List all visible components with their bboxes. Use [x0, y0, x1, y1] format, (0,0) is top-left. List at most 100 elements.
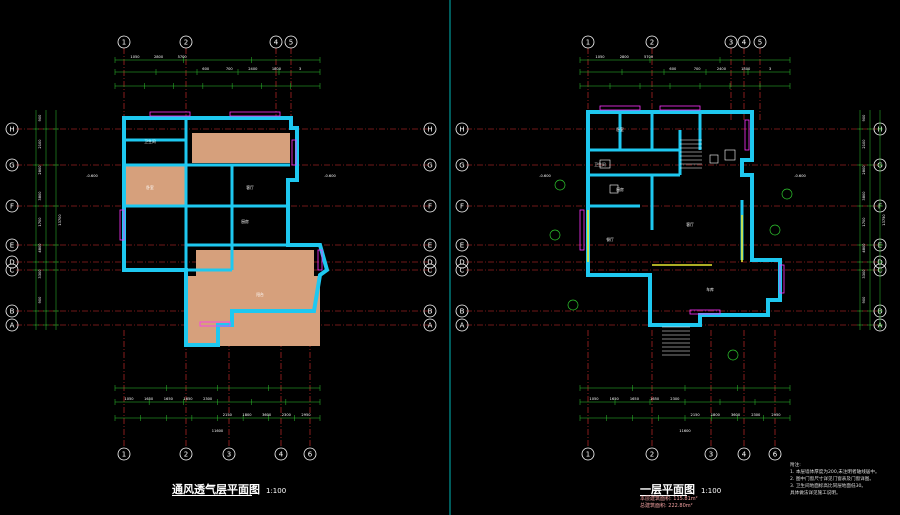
notes-title: 附注:: [790, 463, 801, 468]
vent-side-dim-text-1: 2100: [38, 139, 42, 149]
vent-axis-bubble-top-5-label: 5: [289, 39, 293, 47]
vent-axis-bubble-top-5: [284, 35, 298, 49]
floor1-side-dim-text-2: 2800: [862, 165, 866, 175]
floor1-side-dim-text-0: 900: [862, 114, 866, 122]
vent-axis-bubble-bottom-2: [179, 447, 193, 461]
vent-axis-bubble-bottom-4-label: 4: [279, 451, 284, 459]
floor1-fixture-3: [609, 184, 619, 194]
floor1-bottom-dim-text-1: 1650: [610, 397, 620, 401]
vent-plan-title: 通风透气层平面图: [172, 483, 260, 496]
vent-side-dim-text-4: 1700: [38, 217, 42, 227]
floor1-axis-bubble-bottom-2: [645, 447, 659, 461]
vent-room-fill-1: [124, 165, 186, 207]
vent-bottom-dim-text-2: 1650: [164, 397, 174, 401]
floor1-axis-bubble-left-G: [455, 158, 469, 172]
floor1-side-dim-text-8: 13750: [882, 214, 886, 226]
vent-axis-bubble-top-2-label: 2: [184, 39, 188, 47]
vent-axis-bubble-bottom-3: [222, 447, 236, 461]
floor1-bottom-dim-text-2: 1650: [630, 397, 640, 401]
floor1-detail-bubble-3: [781, 188, 793, 200]
vent-axis-bubble-left-H: [5, 122, 19, 136]
vent-room-label-1: 客厅: [246, 185, 254, 190]
vent-side-dim-text-6: 3300: [38, 269, 42, 279]
vent-plan-title-block: 通风透气层平面图 1:100: [172, 481, 286, 497]
floor1-axis-bubble-left-E-label: E: [460, 242, 464, 250]
vent-axis-bubble-right-C: [423, 263, 437, 277]
vent-bottom-dim-text-9: 2950: [301, 413, 311, 417]
floor1-top-dim-text-2: 5700: [644, 55, 654, 59]
floor1-top-dim-text-1: 2800: [620, 55, 630, 59]
vent-axis-bubble-right-D: [423, 255, 437, 269]
vent-axis-bubble-right-E-label: E: [428, 242, 432, 250]
vent-axis-bubble-left-D-label: D: [9, 259, 14, 267]
vent-axis-bubble-right-A: [423, 318, 437, 332]
floor1-window-2: [744, 119, 750, 151]
vent-side-dim-text-7: 900: [38, 296, 42, 304]
floor1-axis-bubble-left-D: [455, 255, 469, 269]
floor1-axis-bubble-bottom-3-label: 3: [709, 451, 713, 459]
vent-side-dim-text-8: 13700: [58, 214, 62, 226]
vent-axis-bubble-top-4: [269, 35, 283, 49]
floor1-top-dim-text-7: 3: [769, 67, 771, 71]
floor1-axis-bubble-left-C-label: C: [460, 267, 465, 275]
vent-axis-bubble-left-E: [5, 238, 19, 252]
floor1-axis-bubble-left-F-label: F: [460, 203, 464, 211]
vent-bottom-dim-text-7: 3600: [262, 413, 272, 417]
vent-bottom-dim-text-8: 2300: [282, 413, 292, 417]
vent-axis-bubble-right-B: [423, 304, 437, 318]
vent-top-dim-text-4: 700: [226, 67, 234, 71]
vent-exterior-walls: [122, 116, 330, 347]
vent-axis-bubble-left-H-label: H: [9, 126, 14, 134]
note-line-3: 3. 卫生间地面标高比同层地面低30。: [790, 484, 867, 489]
vent-axis-bubble-left-G: [5, 158, 19, 172]
vent-axis-bubble-left-G-label: G: [9, 162, 14, 170]
floor1-bottom-dim-text-6: 1800: [711, 413, 721, 417]
floor1-axis-bubble-left-A-label: A: [460, 322, 465, 330]
vent-room-label-3: 厨房: [241, 219, 249, 224]
floor1-axis-bubble-top-1-label: 1: [586, 39, 590, 47]
vent-axis-bubble-left-F-label: F: [10, 203, 14, 211]
floor1-fixture-2: [599, 159, 611, 169]
floor1-side-dim-text-3: 3800: [862, 191, 866, 201]
floor1-window-3: [579, 209, 585, 251]
vent-axis-bubble-bottom-1-label: 1: [122, 451, 126, 459]
vent-bottom-dim-text-1: 1650: [144, 397, 154, 401]
vent-axis-bubble-left-C: [5, 263, 19, 277]
vent-side-dim-text-3: 3800: [38, 191, 42, 201]
vent-bottom-dim-text-4: 2300: [203, 397, 213, 401]
floor1-side-dim-text-6: 3300: [862, 269, 866, 279]
vent-bottom-dim-text-5: 2150: [223, 413, 233, 417]
floor1-axis-bubble-top-4: [737, 35, 751, 49]
notes-block: 附注: 1. 本层墙体厚度为200,未注明者轴线居中。 2. 图中门窗尺寸详见门…: [790, 462, 880, 497]
floor1-bottom-dim-text-3: 1650: [650, 397, 660, 401]
floor1-top-dim-text-5: 2400: [717, 67, 727, 71]
floor1-room-label-4: 厨房: [616, 187, 624, 192]
vent-bottom-dim-text-6: 1800: [242, 413, 252, 417]
vent-axis-bubble-left-A-label: A: [10, 322, 15, 330]
floor1-side-dim-text-1: 2100: [862, 139, 866, 149]
vent-axis-bubble-bottom-6-label: 6: [308, 451, 313, 459]
vent-axis-bubble-right-B-label: B: [428, 308, 433, 316]
floor1-exterior-walls: [586, 110, 782, 327]
floor1-axis-bubble-bottom-4-label: 4: [742, 451, 747, 459]
vent-plan-scale: 1:100: [266, 487, 287, 495]
vent-axis-bubble-right-F-label: F: [428, 203, 432, 211]
vent-bottom-dim-text-3: 1650: [183, 397, 193, 401]
vent-top-dim-text-3: 600: [202, 67, 210, 71]
vent-top-dim-text-6: 1800: [272, 67, 282, 71]
vent-axis-bubble-top-1-label: 1: [122, 39, 126, 47]
vent-window-0: [149, 111, 191, 117]
floor1-axis-bubble-bottom-6: [768, 447, 782, 461]
vent-axis-bubble-right-G: [423, 158, 437, 172]
floor1-axis-bubble-top-3: [724, 35, 738, 49]
floor1-axis-bubble-bottom-6-label: 6: [773, 451, 778, 459]
floor1-axis-bubble-left-E: [455, 238, 469, 252]
vent-top-dim-text-5: 2400: [248, 67, 258, 71]
vent-axis-bubble-right-E: [423, 238, 437, 252]
floor1-detail-bubble-4: [769, 224, 781, 236]
vent-top-dim-text-1: 2800: [154, 55, 164, 59]
floor1-side-dim-text-4: 1700: [862, 217, 866, 227]
vent-window-1: [229, 111, 281, 117]
vent-axis-bubble-bottom-3-label: 3: [227, 451, 231, 459]
